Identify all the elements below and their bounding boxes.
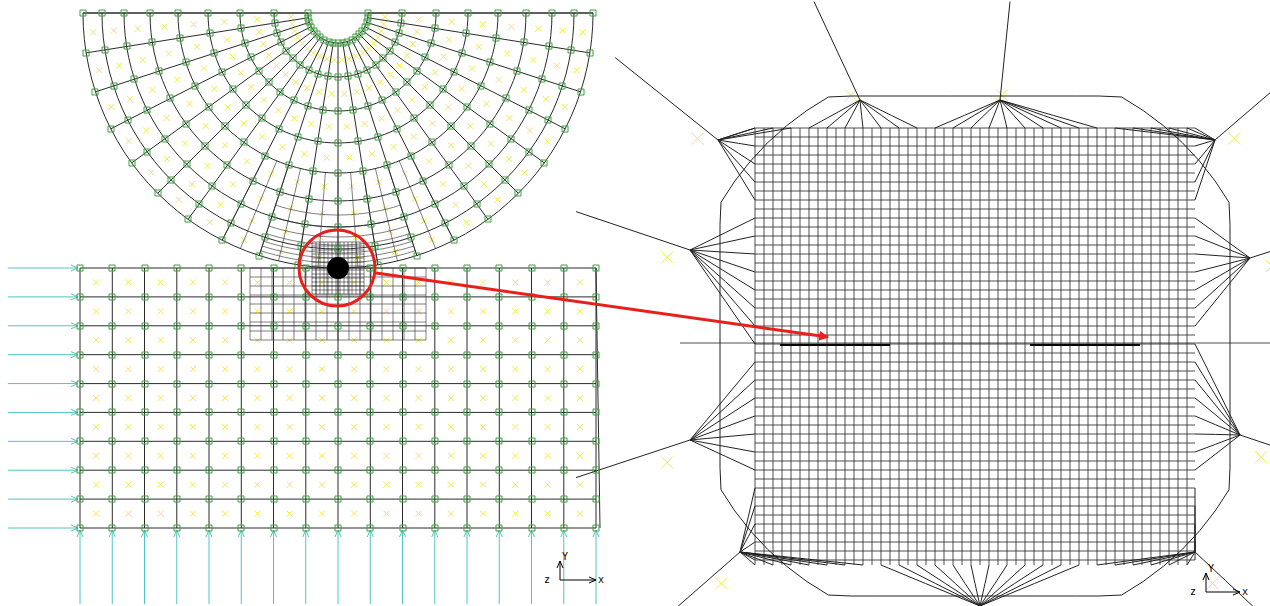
constraint-arrow xyxy=(176,530,177,604)
constraint-arrow xyxy=(402,530,403,604)
fine-mesh xyxy=(222,156,454,340)
transition-mesh xyxy=(576,2,1270,606)
constraint-arrow xyxy=(241,530,242,604)
constraint-arrow xyxy=(305,530,306,604)
coarse-mesh xyxy=(80,13,600,528)
constraint-arrow xyxy=(434,530,435,604)
boundary-conditions xyxy=(8,268,596,604)
constraint-arrow xyxy=(8,268,78,269)
zoom-circle xyxy=(299,230,375,306)
constraint-arrow xyxy=(80,530,81,604)
constraint-arrow xyxy=(8,412,78,413)
zoom-arrow xyxy=(376,273,828,337)
axis-label: Y xyxy=(562,552,568,562)
constraint-arrow xyxy=(467,530,468,604)
constraint-arrow xyxy=(370,530,371,604)
axis-label: z xyxy=(1190,587,1196,597)
constraint-arrow xyxy=(563,530,564,604)
constraint-arrow xyxy=(499,530,500,604)
axis-label: Y xyxy=(1208,564,1214,574)
node-marker xyxy=(77,10,599,531)
constraint-arrow xyxy=(8,354,78,355)
constraint-arrow xyxy=(8,296,78,297)
dense-contact-mesh xyxy=(327,257,349,279)
axis-triad xyxy=(560,561,1240,592)
element-markers xyxy=(90,14,1270,606)
constraint-arrow xyxy=(8,383,78,384)
constraint-arrow xyxy=(531,530,532,604)
constraint-arrow xyxy=(144,530,145,604)
constraint-arrow xyxy=(273,530,274,604)
constraint-arrow xyxy=(8,528,78,529)
node-markers xyxy=(77,10,599,531)
constraint-arrow xyxy=(112,530,113,604)
axis-label: x xyxy=(598,575,604,585)
constraint-arrow xyxy=(209,530,210,604)
constraint-arrow xyxy=(8,470,78,471)
zoom-fine-mesh xyxy=(680,128,1270,565)
axis-label: z xyxy=(544,575,550,585)
constraint-arrow xyxy=(8,499,78,500)
contact-segment xyxy=(780,344,1140,346)
constraint-arrow xyxy=(8,325,78,326)
constraint-arrow xyxy=(338,530,339,604)
axis-label: x xyxy=(1242,587,1248,597)
mesh-lines xyxy=(80,2,1270,606)
constraint-arrow xyxy=(8,441,78,442)
element-marker xyxy=(90,14,1270,606)
constraint-arrow xyxy=(596,530,597,604)
